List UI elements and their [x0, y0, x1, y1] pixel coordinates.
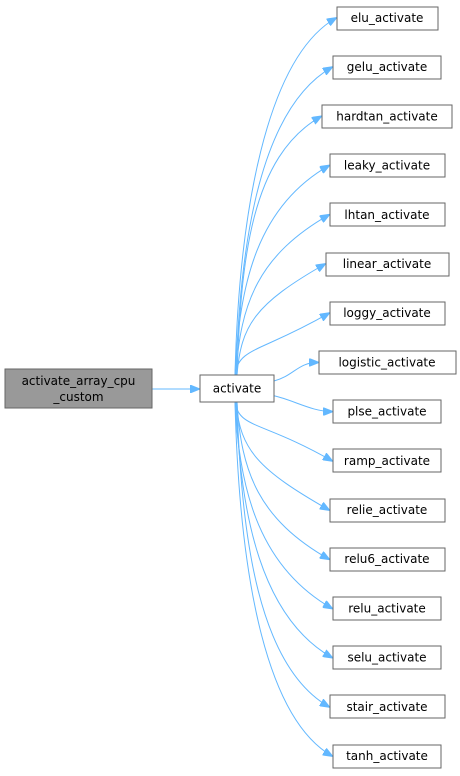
target-node-label: relu6_activate [344, 552, 429, 566]
target-node-plse-activate[interactable]: plse_activate [332, 399, 442, 424]
edge-hub-to-gelu-activate [235, 67, 332, 376]
edge-hub-to-hardtan-activate [236, 116, 321, 376]
edge-hub-to-logistic-activate [273, 362, 318, 382]
edge-hub-to-selu-activate [235, 401, 332, 658]
target-node-label: selu_activate [347, 651, 426, 665]
edge-hub-to-relu6-activate [236, 401, 329, 559]
edge-hub-to-leaky-activate [234, 166, 329, 376]
root-node-label-line2: _custom [52, 390, 103, 404]
target-node-tanh-activate[interactable]: tanh_activate [332, 744, 442, 769]
target-node-label: lhtan_activate [344, 208, 429, 222]
target-node-leaky-activate[interactable]: leaky_activate [329, 153, 446, 178]
target-node-label: relu_activate [348, 601, 426, 615]
target-node-label: leaky_activate [344, 159, 430, 173]
target-node-label: loggy_activate [343, 306, 431, 320]
target-node-relie-activate[interactable]: relie_activate [329, 498, 446, 523]
target-nodes: elu_activate gelu_activate hardtan_activat… [318, 6, 457, 769]
target-node-ramp-activate[interactable]: ramp_activate [332, 448, 442, 473]
root-node-label-line1: activate_array_cpu [22, 374, 136, 388]
target-node-relu6-activate[interactable]: relu6_activate [329, 547, 446, 572]
target-node-label: linear_activate [343, 257, 431, 271]
edge-hub-to-stair-activate [236, 401, 329, 707]
target-node-selu-activate[interactable]: selu_activate [332, 645, 442, 670]
edges [152, 18, 336, 756]
target-node-relu-activate[interactable]: relu_activate [332, 596, 442, 621]
edge-hub-to-loggy-activate [234, 313, 329, 376]
target-node-loggy-activate[interactable]: loggy_activate [329, 301, 446, 326]
edge-hub-to-linear-activate [236, 264, 325, 376]
edge-hub-to-elu-activate [234, 18, 336, 376]
root-node[interactable]: activate_array_cpu _custom [4, 368, 153, 409]
target-node-logistic-activate[interactable]: logistic_activate [318, 350, 457, 375]
hub-node[interactable]: activate [199, 374, 275, 403]
target-node-stair-activate[interactable]: stair_activate [329, 694, 446, 719]
target-node-label: elu_activate [351, 11, 424, 25]
hub-node-label: activate [213, 382, 262, 396]
target-node-label: gelu_activate [347, 60, 427, 74]
target-node-label: plse_activate [347, 405, 426, 419]
target-node-label: tanh_activate [346, 749, 428, 763]
edge-hub-to-relie-activate [235, 401, 329, 510]
target-node-label: hardtan_activate [336, 109, 438, 123]
target-node-elu-activate[interactable]: elu_activate [336, 6, 439, 31]
target-node-linear-activate[interactable]: linear_activate [325, 252, 450, 277]
edge-hub-to-tanh-activate [234, 401, 332, 756]
target-node-lhtan-activate[interactable]: lhtan_activate [329, 202, 446, 227]
edge-hub-to-plse-activate [273, 395, 332, 412]
edge-hub-to-lhtan-activate [235, 215, 329, 376]
target-node-hardtan-activate[interactable]: hardtan_activate [321, 104, 453, 129]
target-node-label: stair_activate [346, 700, 427, 714]
edge-hub-to-ramp-activate [234, 401, 332, 461]
target-node-label: ramp_activate [344, 454, 430, 468]
target-node-label: relie_activate [347, 503, 428, 517]
target-node-label: logistic_activate [338, 355, 435, 369]
target-node-gelu-activate[interactable]: gelu_activate [332, 55, 442, 80]
